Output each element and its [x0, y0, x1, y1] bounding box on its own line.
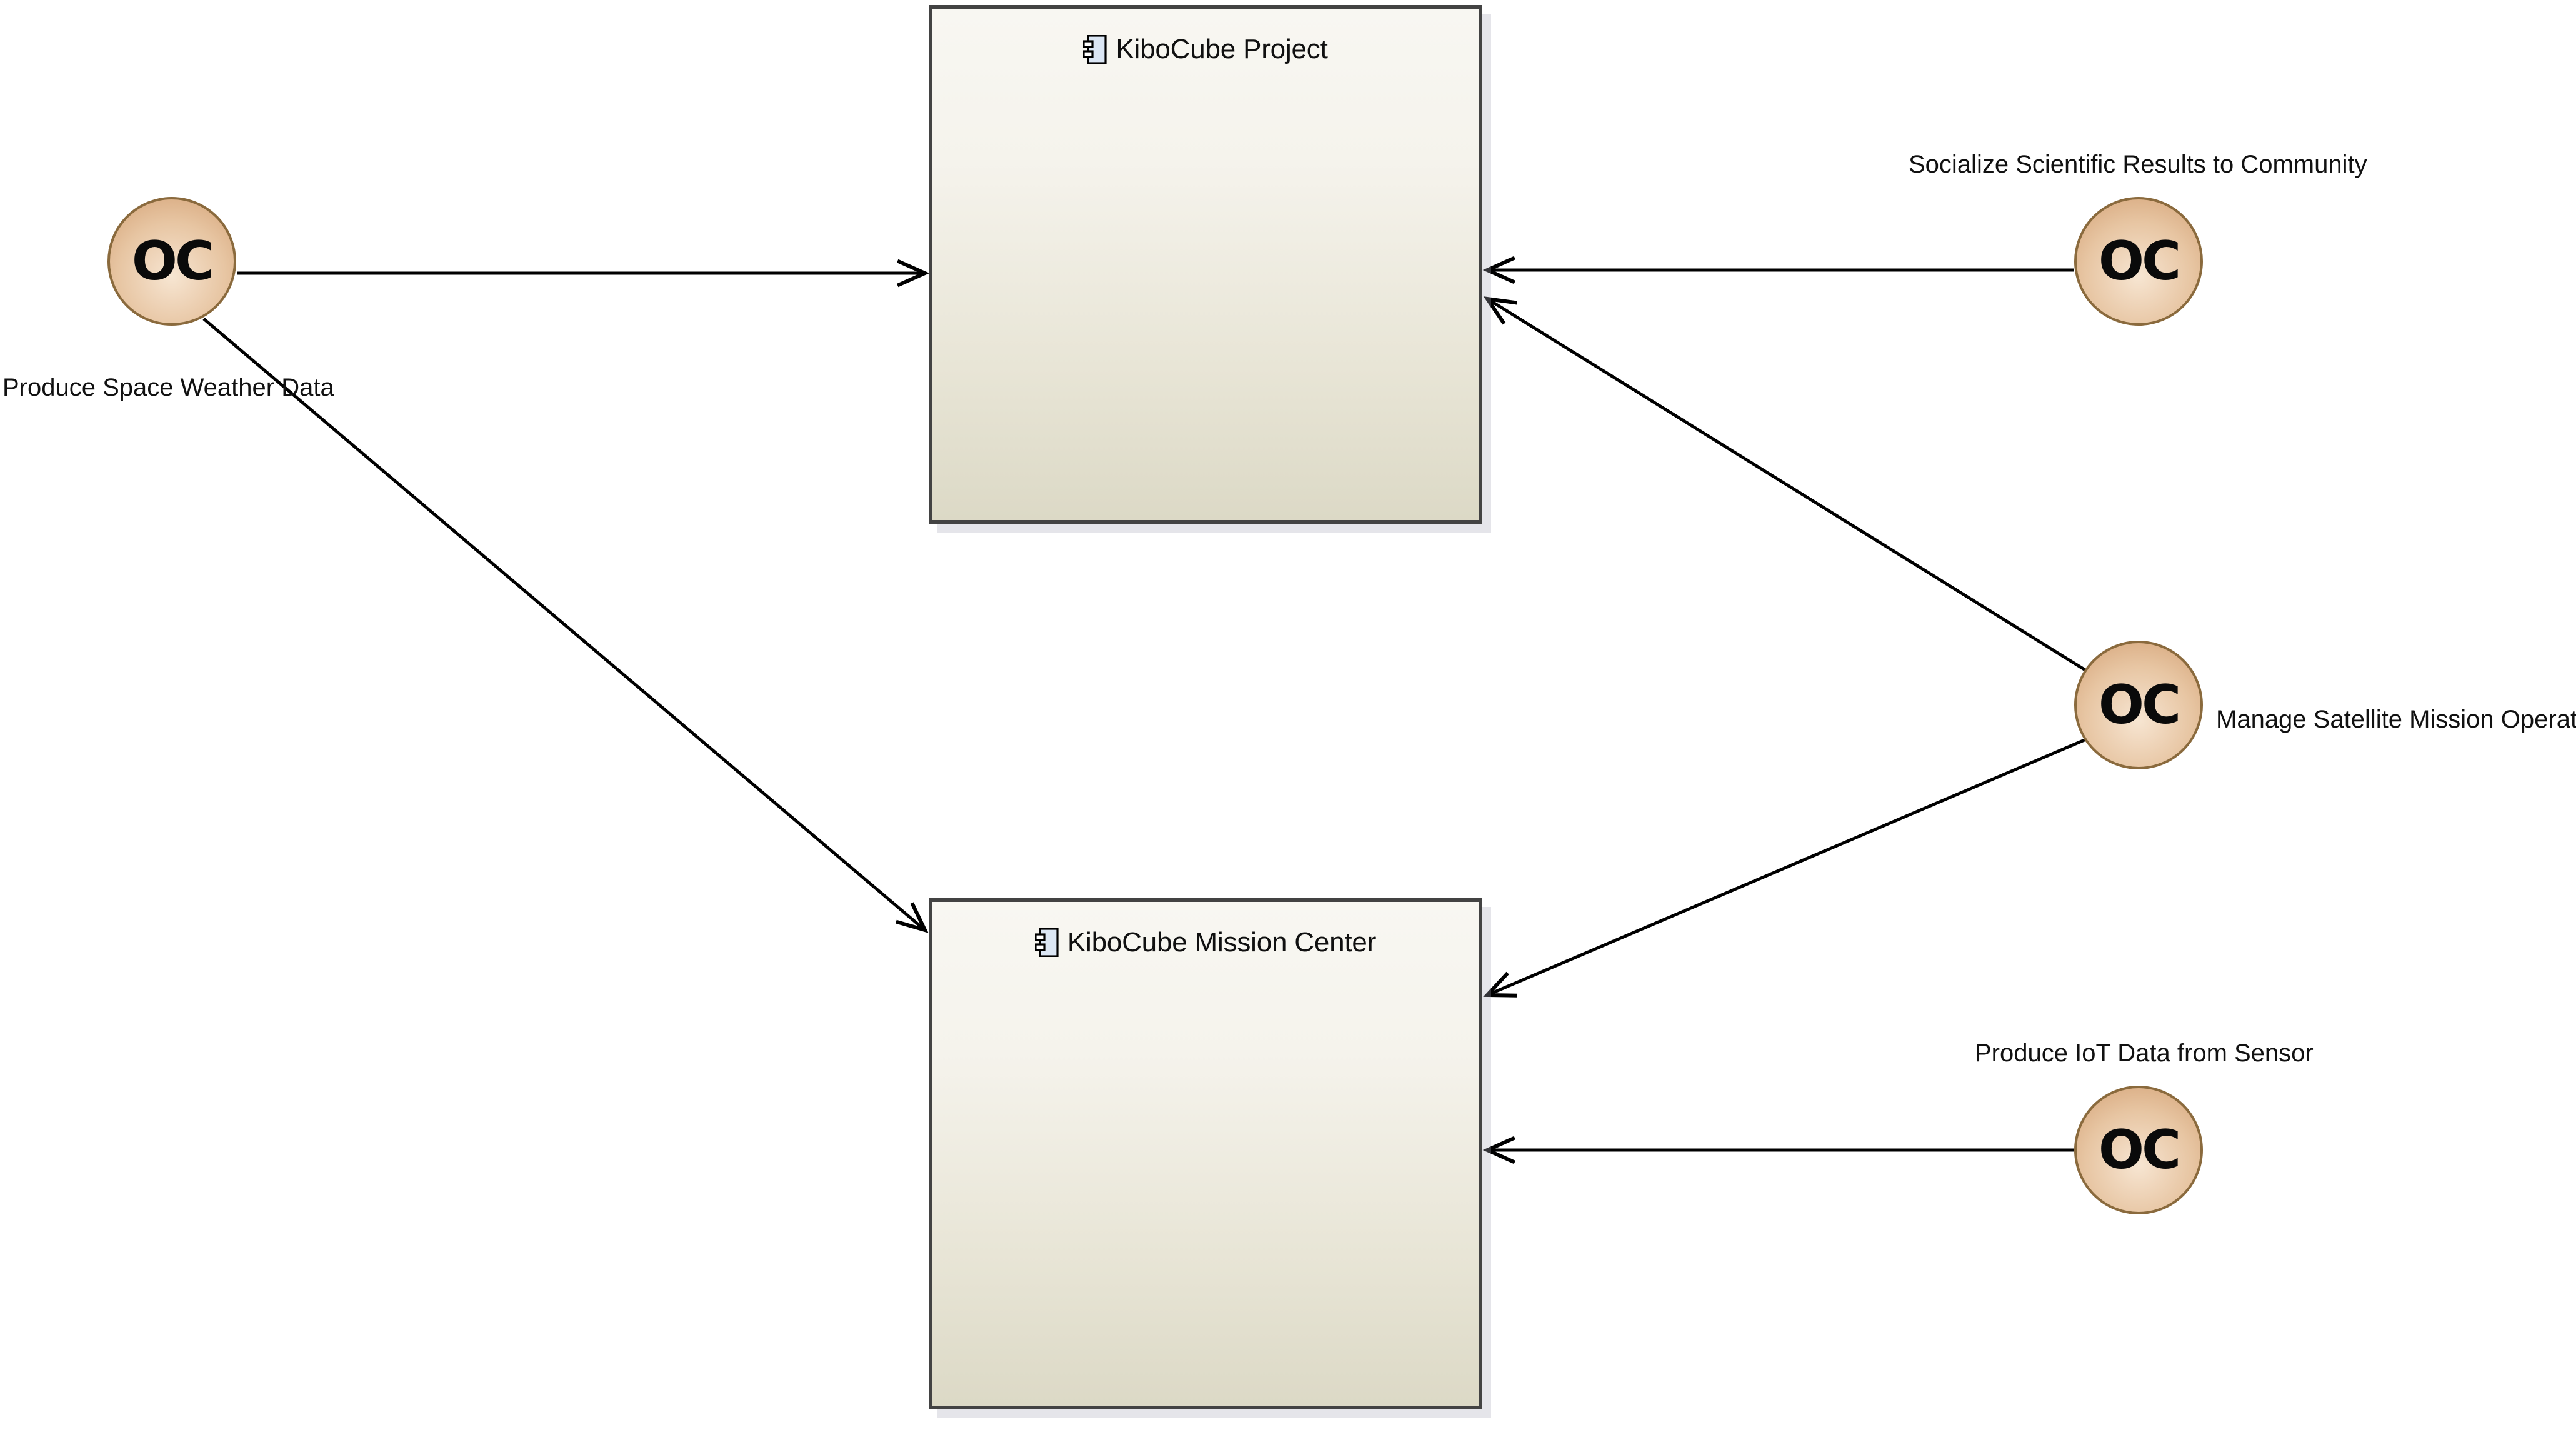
actor-produce-space-weather-data[interactable]: OC: [107, 197, 236, 326]
component-title-label: KiboCube Project: [1116, 34, 1328, 64]
actor-glyph: OC: [2098, 1119, 2181, 1181]
connector-arrowhead: [1482, 256, 1516, 284]
actor-glyph: OC: [2098, 230, 2181, 293]
actor-produce-iot-data-from-sensor[interactable]: OC: [2074, 1086, 2203, 1214]
connector-arrowhead: [896, 902, 929, 933]
actor-label-produce-iot-data-from-sensor: Produce IoT Data from Sensor: [1975, 1039, 2314, 1067]
actor-label-manage-satellite-mission-operation: Manage Satellite Mission Operation: [2216, 706, 2576, 733]
component-kibocube-project[interactable]: KiboCube Project: [929, 5, 1482, 524]
actor-glyph: OC: [2098, 674, 2181, 736]
connector-line: [1486, 297, 2089, 673]
connector-arrowhead: [1483, 971, 1518, 998]
actor-socialize-scientific-results-to-community[interactable]: OC: [2074, 197, 2203, 326]
actor-manage-satellite-mission-operation[interactable]: OC: [2074, 641, 2203, 769]
uml-component-icon: [1034, 928, 1059, 957]
actor-label-produce-space-weather-data: Produce Space Weather Data: [2, 374, 334, 401]
component-title-label: KiboCube Mission Center: [1067, 927, 1377, 958]
uml-component-icon: [1083, 35, 1107, 64]
connector-line: [202, 318, 926, 931]
actor-glyph: OC: [131, 230, 214, 293]
component-title: KiboCube Mission Center: [932, 928, 1479, 957]
connector-arrowhead: [1483, 296, 1517, 325]
connector-line: [1487, 737, 2088, 997]
component-title: KiboCube Project: [932, 35, 1479, 64]
connector-arrowhead: [896, 259, 930, 288]
component-kibocube-mission-center[interactable]: KiboCube Mission Center: [929, 898, 1482, 1409]
actor-label-socialize-scientific-results-to-community: Socialize Scientific Results to Communit…: [1909, 151, 2367, 178]
connector-arrowhead: [1482, 1136, 1516, 1164]
